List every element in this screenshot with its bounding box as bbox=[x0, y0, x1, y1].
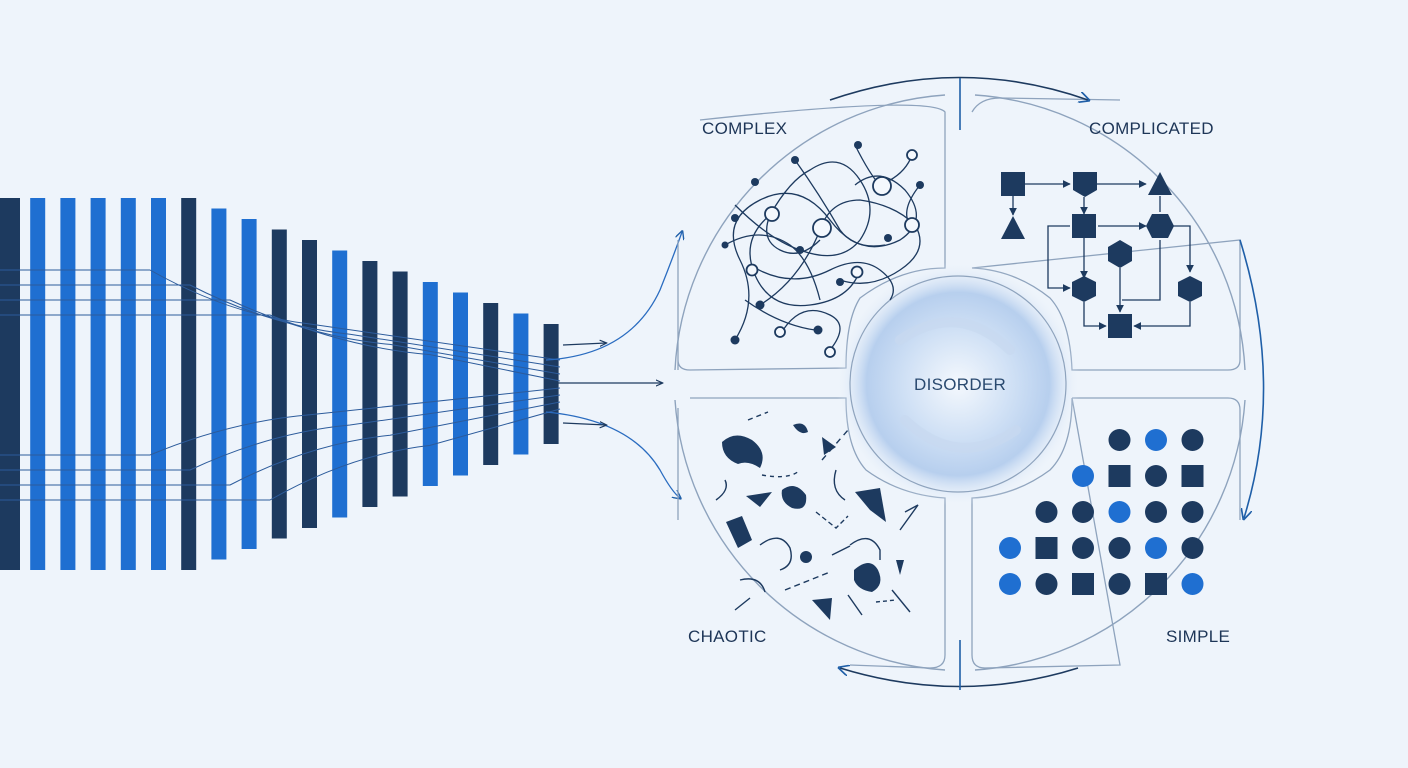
output-arrows bbox=[545, 232, 682, 498]
grid-dot bbox=[1181, 537, 1204, 559]
grid-square bbox=[1108, 465, 1131, 487]
disorder-glow bbox=[836, 262, 1080, 506]
bar bbox=[483, 303, 499, 465]
bar bbox=[302, 240, 317, 528]
network-nodes bbox=[721, 141, 924, 345]
grid-dot bbox=[999, 573, 1021, 595]
label-chaotic: CHAOTIC bbox=[688, 627, 767, 646]
grid-square bbox=[1145, 573, 1167, 595]
grid-dot bbox=[1108, 429, 1131, 451]
grid-dot bbox=[1108, 501, 1131, 523]
converging-line bbox=[0, 284, 561, 368]
grid-square bbox=[1072, 573, 1094, 595]
grid-dot bbox=[1035, 573, 1058, 595]
grid-dot bbox=[1108, 573, 1131, 595]
bar bbox=[120, 198, 136, 570]
swirl-icon bbox=[895, 317, 1021, 453]
converging-line bbox=[0, 408, 561, 501]
grid-dot bbox=[1145, 537, 1167, 559]
bar bbox=[362, 261, 378, 507]
bar bbox=[543, 324, 559, 444]
grid-dot bbox=[1072, 501, 1094, 523]
orbit-arrow-top bbox=[829, 76, 1088, 101]
disorder-ring bbox=[849, 275, 1067, 493]
bar bbox=[60, 198, 76, 570]
bar bbox=[181, 198, 197, 570]
outer-arc-bl bbox=[674, 399, 946, 671]
grid-dot bbox=[1035, 501, 1058, 523]
grid-dot bbox=[999, 537, 1021, 559]
bar bbox=[332, 250, 348, 518]
dot-grid-icon bbox=[999, 429, 1204, 595]
converging-lines bbox=[0, 269, 561, 501]
orbit-arrow-bottom bbox=[840, 668, 1079, 688]
grid-dot bbox=[1072, 537, 1094, 559]
grid-dot bbox=[1145, 429, 1167, 451]
bar bbox=[0, 198, 20, 570]
grid-square bbox=[1181, 465, 1204, 487]
flowchart-icon bbox=[1001, 172, 1202, 338]
grid-dot bbox=[1181, 501, 1204, 523]
bar bbox=[30, 198, 46, 570]
arrow-to-complex bbox=[545, 232, 682, 361]
disorder-center bbox=[836, 262, 1080, 506]
bar bbox=[90, 198, 106, 570]
converging-bars bbox=[0, 198, 559, 570]
converging-line bbox=[0, 387, 561, 456]
grid-dot bbox=[1145, 501, 1167, 523]
converging-line bbox=[0, 269, 561, 361]
label-complicated: COMPLICATED bbox=[1089, 119, 1214, 138]
arrow-to-chaotic bbox=[545, 411, 680, 498]
network-hubs bbox=[745, 149, 920, 358]
arrow-short-lower bbox=[562, 423, 606, 425]
bar bbox=[392, 271, 408, 497]
converging-line bbox=[0, 314, 561, 382]
converging-line bbox=[0, 401, 561, 486]
bar bbox=[513, 313, 529, 455]
scattered-fragments-icon bbox=[715, 411, 919, 620]
bar bbox=[241, 219, 257, 549]
panel-complex bbox=[677, 104, 946, 371]
bar bbox=[422, 282, 438, 486]
network-graph-icon bbox=[724, 144, 921, 351]
label-simple: SIMPLE bbox=[1166, 627, 1231, 646]
grid-dot bbox=[1145, 465, 1167, 487]
orbit-arrow-right bbox=[1239, 239, 1265, 518]
label-complex: COMPLEX bbox=[702, 119, 788, 138]
grid-square bbox=[1035, 537, 1058, 559]
bar bbox=[453, 292, 468, 476]
label-disorder: DISORDER bbox=[914, 375, 1007, 394]
converging-line bbox=[0, 394, 561, 471]
arrow-short-upper bbox=[562, 343, 606, 345]
bar bbox=[151, 198, 166, 570]
grid-dot bbox=[1072, 465, 1094, 487]
grid-dot bbox=[1181, 573, 1204, 595]
orbit-arrows bbox=[829, 76, 1265, 690]
grid-dot bbox=[1108, 537, 1131, 559]
grid-dot bbox=[1181, 429, 1204, 451]
bar bbox=[211, 208, 227, 560]
